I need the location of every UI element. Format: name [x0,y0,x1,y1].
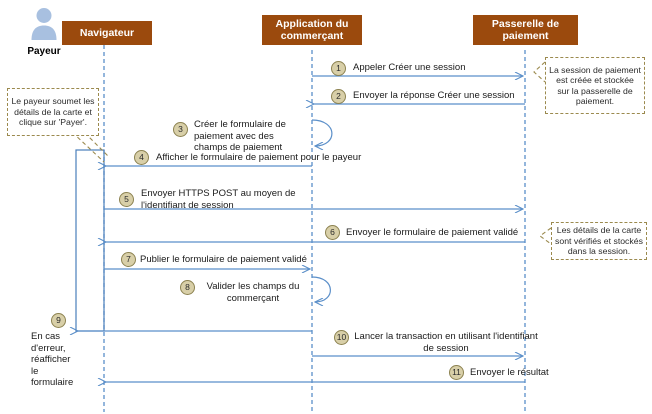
note-session: La session de paiement est créée et stoc… [545,57,645,114]
step-badge-1: 1 [331,61,346,76]
note-session-text: La session de paiement est créée et stoc… [549,64,641,107]
message-label-8: Valider les champs du commerçant [206,281,300,304]
note-payeur: Le payeur soumet les détails de la carte… [7,88,99,136]
participant-application-marchand-label: Application du commerçant [275,18,349,42]
participant-navigateur-label: Navigateur [79,27,135,39]
message-label-5: Envoyer HTTPS POST au moyen de l'identif… [141,188,296,211]
step-badge-7: 7 [121,252,136,267]
message-label-7: Publier le formulaire de paiement validé [140,254,307,265]
participant-application-marchand[interactable]: Application du commerçant [262,15,362,45]
message-label-4: Afficher le formulaire de paiement pour … [156,152,362,163]
arrow-message-3 [311,119,333,146]
note-connector-session [533,61,546,83]
person-icon [31,8,57,40]
participant-navigateur[interactable]: Navigateur [62,21,152,45]
message-label-10: Lancer la transaction en utilisant l'ide… [354,331,538,354]
note-carte-text: Les détails de la carte sont vérifiés et… [555,225,643,257]
step-badge-3: 3 [173,122,188,137]
message-label-2: Envoyer la réponse Créer une session [353,90,515,101]
message-label-3: Créer le formulaire de paiement avec des… [194,119,286,153]
step-badge-11: 11 [449,365,464,380]
step-badge-8: 8 [180,280,195,295]
note-connector-carte [539,227,552,245]
step-badge-10: 10 [334,330,349,345]
activation-navigateur [75,149,105,332]
step-badge-9: 9 [51,313,66,328]
message-label-1: Appeler Créer une session [353,62,466,73]
step-badge-4: 4 [134,150,149,165]
message-label-11: Envoyer le résultat [470,367,549,378]
actor-payeur: Payeur [14,6,74,57]
participant-passerelle-label: Passerelle de paiement [491,18,560,42]
step-badge-2: 2 [331,89,346,104]
step-badge-6: 6 [325,225,340,240]
participant-passerelle[interactable]: Passerelle de paiement [473,15,578,45]
note-payeur-text: Le payeur soumet les détails de la carte… [11,96,95,128]
actor-label: Payeur [27,46,61,57]
arrow-message-8 [311,276,331,302]
message-label-9: En cas d'erreur, réafficher le formulair… [31,331,74,388]
message-label-6: Envoyer le formulaire de paiement validé [346,227,519,238]
step-badge-5: 5 [119,192,134,207]
note-carte: Les détails de la carte sont vérifiés et… [551,222,647,260]
